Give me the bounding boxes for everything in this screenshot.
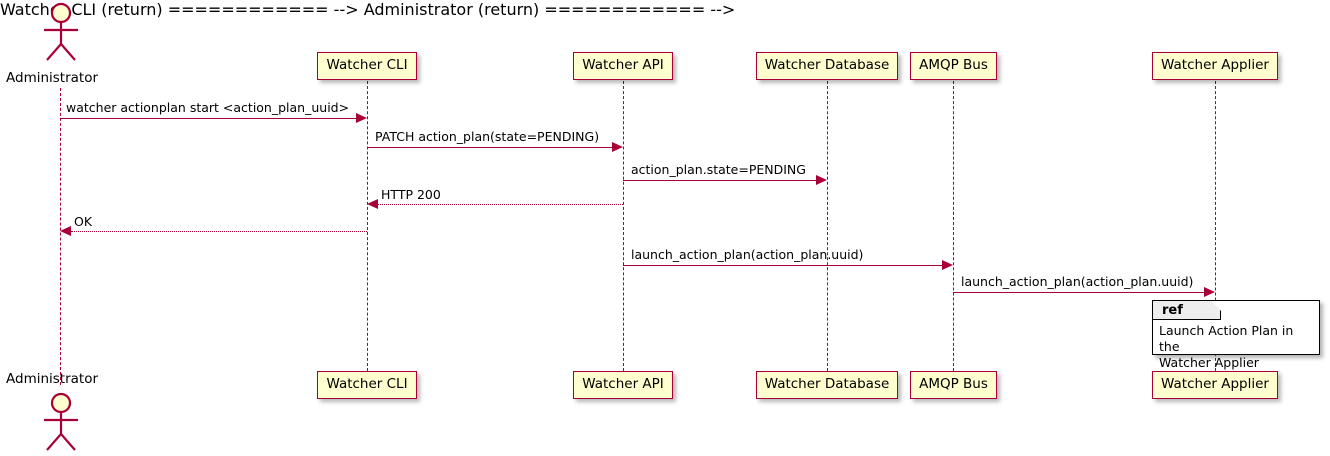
message-arrowhead-6 bbox=[942, 260, 953, 270]
message-line-7 bbox=[953, 292, 1204, 293]
lifeline-watcher-cli bbox=[367, 81, 368, 371]
message-label-3: action_plan.state=PENDING bbox=[631, 162, 806, 177]
actor-label-administrator-top: Administrator bbox=[6, 70, 99, 86]
message-label-5: OK bbox=[74, 214, 93, 229]
message-label-4: HTTP 200 bbox=[381, 187, 441, 202]
participant-label-watcher-applier: Watcher Applier bbox=[1161, 57, 1269, 74]
message-label-6: launch_action_plan(action_plan.uuid) bbox=[631, 247, 864, 262]
message-line-1 bbox=[60, 118, 356, 119]
participant-box-watcher-cli-top[interactable]: Watcher CLI bbox=[317, 52, 417, 80]
lifeline-watcher-applier bbox=[1215, 81, 1216, 371]
message-line-6 bbox=[623, 265, 942, 266]
participant-box-amqp-bus-top[interactable]: AMQP Bus bbox=[910, 52, 997, 80]
participant-label-watcher-database-bottom: Watcher Database bbox=[764, 376, 890, 393]
message-label-7: launch_action_plan(action_plan.uuid) bbox=[961, 274, 1194, 289]
message-arrowhead-1 bbox=[356, 113, 367, 123]
ref-fragment-body-line-2: Watcher Applier bbox=[1159, 355, 1259, 370]
lifeline-watcher-api bbox=[623, 81, 624, 371]
participant-label-watcher-cli: Watcher CLI bbox=[326, 57, 408, 74]
message-arrowhead-7 bbox=[1204, 287, 1215, 297]
participant-label-watcher-applier-bottom: Watcher Applier bbox=[1161, 376, 1269, 393]
actor-label-administrator-bottom: Administrator bbox=[6, 371, 99, 387]
actor-administrator-bottom-icon bbox=[44, 392, 78, 451]
message-line-2 bbox=[367, 147, 612, 148]
participant-box-watcher-database-bottom[interactable]: Watcher Database bbox=[756, 371, 898, 399]
message-line-3 bbox=[623, 180, 816, 181]
lifeline-administrator bbox=[60, 88, 61, 385]
participant-label-watcher-cli-bottom: Watcher CLI bbox=[326, 376, 408, 393]
participant-box-watcher-database-top[interactable]: Watcher Database bbox=[756, 52, 898, 80]
participant-box-watcher-applier-bottom[interactable]: Watcher Applier bbox=[1152, 371, 1278, 399]
ref-fragment-body-line-1: Launch Action Plan in the bbox=[1159, 323, 1294, 354]
actor-administrator-top-icon bbox=[44, 2, 78, 61]
participant-box-watcher-cli-bottom[interactable]: Watcher CLI bbox=[317, 371, 417, 399]
lifeline-watcher-database bbox=[827, 81, 828, 371]
participant-label-watcher-database: Watcher Database bbox=[764, 57, 890, 74]
message-arrowhead-5 bbox=[60, 226, 71, 236]
participant-box-watcher-api-top[interactable]: Watcher API bbox=[573, 52, 673, 80]
ref-fragment-tab: ref bbox=[1153, 301, 1221, 320]
participant-label-amqp-bus: AMQP Bus bbox=[919, 57, 988, 74]
message-line-5 bbox=[71, 231, 367, 232]
participant-box-watcher-api-bottom[interactable]: Watcher API bbox=[573, 371, 673, 399]
message-label-1: watcher actionplan start <action_plan_uu… bbox=[66, 100, 350, 115]
participant-label-watcher-api-bottom: Watcher API bbox=[582, 376, 664, 393]
participant-box-amqp-bus-bottom[interactable]: AMQP Bus bbox=[910, 371, 997, 399]
ref-fragment[interactable]: ref Launch Action Plan in the Watcher Ap… bbox=[1152, 300, 1320, 370]
participant-label-amqp-bus-bottom: AMQP Bus bbox=[919, 376, 988, 393]
message-label-2: PATCH action_plan(state=PENDING) bbox=[375, 129, 600, 144]
participant-box-watcher-applier-top[interactable]: Watcher Applier bbox=[1152, 52, 1278, 80]
message-arrowhead-2 bbox=[612, 142, 623, 152]
lifeline-amqp-bus bbox=[953, 81, 954, 371]
ref-fragment-body: Launch Action Plan in the Watcher Applie… bbox=[1159, 323, 1315, 371]
participant-label-watcher-api: Watcher API bbox=[582, 57, 664, 74]
message-arrowhead-3 bbox=[816, 175, 827, 185]
message-line-4 bbox=[378, 204, 623, 205]
message-arrowhead-4 bbox=[367, 199, 378, 209]
ref-fragment-tab-label: ref bbox=[1162, 302, 1183, 318]
